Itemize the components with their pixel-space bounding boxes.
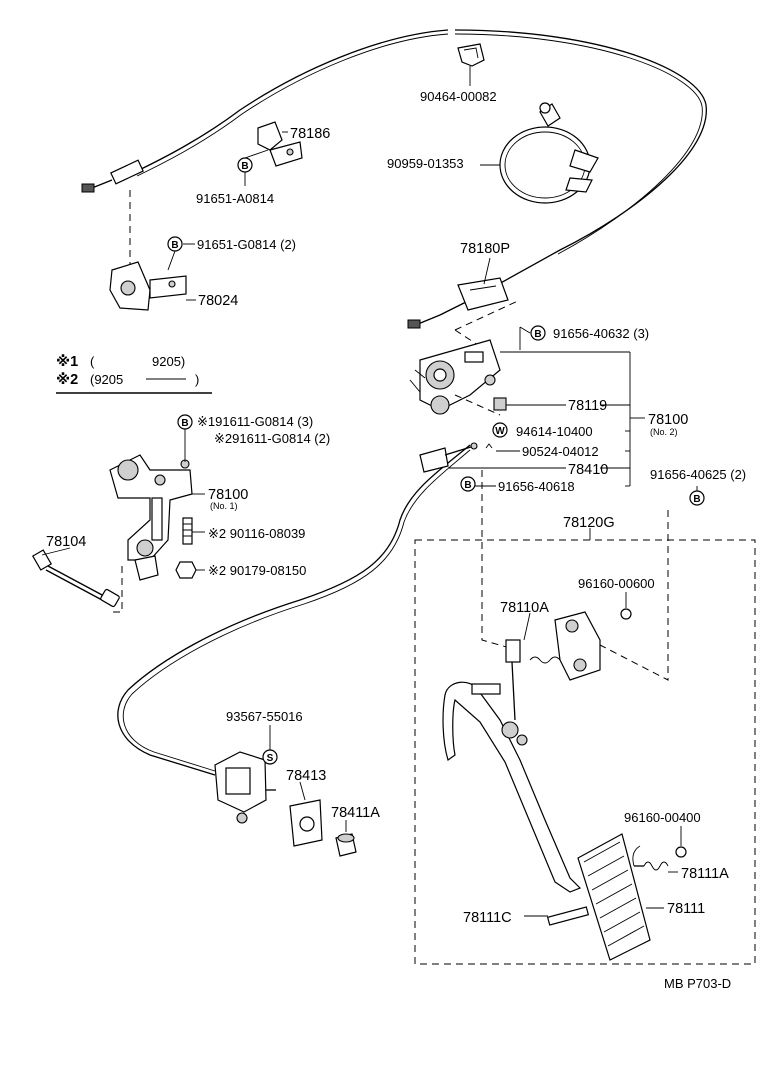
pedal-arm: [442, 681, 582, 893]
legend-range-1: 9205): [152, 354, 185, 369]
label-78120g: 78120G: [563, 515, 615, 531]
washer-badge: W: [492, 422, 508, 438]
label-78100-no1-note: (No. 1): [210, 501, 238, 511]
label-93567-55016: 93567-55016: [226, 709, 303, 724]
link-assembly-78100-no2: [409, 339, 501, 415]
label-91651-g0814: 91651-G0814 (2): [197, 237, 296, 252]
legend: ※1 ( 9205) ※2 (9205 ): [56, 354, 212, 394]
cable-bracket-78186: [257, 121, 303, 167]
svg-text:B: B: [171, 240, 178, 251]
legend-open-1: (: [90, 354, 95, 369]
bolt-badge: B: [460, 476, 476, 492]
cable-joint-78410: [419, 442, 493, 473]
cable-end-fitting: [81, 159, 144, 193]
bolt-badge: B: [689, 490, 705, 506]
label-78111a: 78111A: [681, 866, 729, 882]
label-78180p: 78180P: [460, 241, 510, 257]
label-78110a: 78110A: [500, 600, 549, 616]
svg-text:B: B: [241, 161, 248, 172]
pin-78111c: [546, 906, 590, 926]
dash-91656-625: [599, 510, 669, 681]
svg-text:B: B: [693, 494, 700, 505]
label-78413: 78413: [286, 768, 326, 784]
label-78111: 78111: [667, 901, 705, 917]
cap-78411a: [335, 833, 357, 857]
switch-assembly: [214, 751, 276, 824]
dash-78180p: [454, 299, 521, 346]
bolt-badge: B: [237, 157, 253, 173]
label-78119: 78119: [568, 398, 607, 414]
label-78100-no1: 78100: [208, 487, 248, 503]
bolt-badge: B: [177, 414, 193, 430]
spring-78110a: [529, 656, 561, 664]
dash-pedal-link: [481, 470, 511, 649]
band-clamp-90959: [499, 102, 599, 204]
svg-text:W: W: [495, 426, 505, 437]
pedal-spring-78111a: [632, 845, 669, 871]
accelerator-cable-lower: [117, 444, 471, 776]
label-91611-g0814-1: ※191611-G0814 (3): [197, 414, 313, 429]
label-78100-no2: 78100: [648, 412, 688, 428]
cable-clip-90464: [457, 43, 485, 67]
pedal-bracket: [554, 611, 601, 681]
label-78024: 78024: [198, 293, 238, 309]
dash-78119: [454, 394, 501, 416]
stud-bolt-90116: [182, 517, 193, 545]
label-90524-04012: 90524-04012: [522, 444, 599, 459]
rod-78104: [31, 549, 120, 608]
svg-text:B: B: [464, 480, 471, 491]
screw-badge: S: [262, 749, 278, 765]
legend-mark-2: ※2: [56, 372, 78, 388]
link-assembly-78100-no1: [109, 454, 193, 581]
bushing-78119: [493, 397, 507, 411]
label-78410: 78410: [568, 462, 608, 478]
label-96160-00400: 96160-00400: [624, 810, 701, 825]
pedal-assembly-frame: [414, 539, 756, 965]
bolt-90179: [175, 561, 197, 579]
bolt-badge: B: [167, 236, 183, 252]
label-91656-40632: 91656-40632 (3): [553, 326, 649, 341]
label-91656-40618: 91656-40618: [498, 479, 575, 494]
label-78411a: 78411A: [331, 805, 380, 821]
label-90959-01353: 90959-01353: [387, 156, 464, 171]
label-91651-a0814: 91651-A0814: [196, 191, 274, 206]
figure-code: MB P703-D: [664, 976, 731, 991]
label-91611-g0814-2: ※291611-G0814 (2): [214, 431, 330, 446]
pedal-rod-78110a: [505, 639, 521, 721]
legend-close-2: ): [195, 372, 199, 387]
dash-78104: [110, 566, 123, 613]
bracket-78180p: [407, 277, 509, 329]
label-78111c: 78111C: [463, 910, 512, 926]
svg-text:B: B: [534, 329, 541, 340]
svg-text:B: B: [181, 418, 188, 429]
label-90464-00082: 90464-00082: [420, 89, 497, 104]
clip-96160-00600: [620, 608, 632, 620]
bracket-78413: [289, 799, 323, 847]
svg-text:S: S: [267, 753, 274, 764]
label-90179-08150: ※2 90179-08150: [208, 563, 306, 578]
label-94614-10400: 94614-10400: [516, 424, 593, 439]
accelerator-cable-upper: [134, 29, 707, 316]
clip-96160-00400: [675, 846, 687, 858]
leader-lines: [41, 131, 698, 917]
label-78104: 78104: [46, 534, 86, 550]
label-90116-08039: ※2 90116-08039: [208, 526, 305, 541]
label-91656-40625: 91656-40625 (2): [650, 467, 746, 482]
bolt-badge: B: [530, 325, 546, 341]
part-labels: 90464-00082 90959-01353 78186 91651-A081…: [46, 89, 746, 991]
label-78186: 78186: [290, 126, 330, 142]
legend-range-2: (9205: [90, 372, 123, 387]
pedal-pad-78111: [577, 833, 651, 961]
label-96160-00600: 96160-00600: [578, 576, 655, 591]
legend-mark-1: ※1: [56, 354, 78, 370]
bracket-78024: [109, 261, 187, 311]
label-78100-no2-note: (No. 2): [650, 427, 678, 437]
